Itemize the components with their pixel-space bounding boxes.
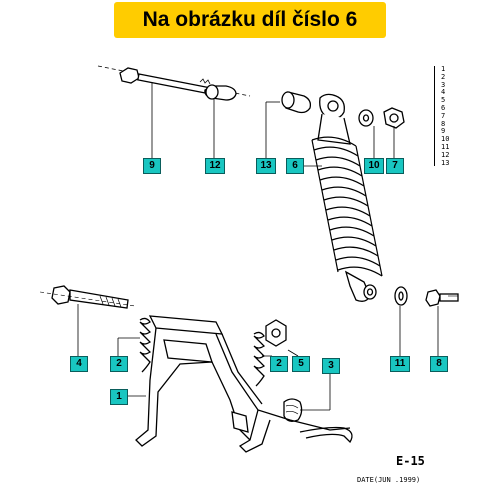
part-list-item: 4	[441, 88, 446, 97]
callout-label-10: 10	[364, 158, 384, 174]
spacer-part-12	[204, 84, 237, 101]
part-list-item: 7	[441, 111, 446, 120]
bolt-part-8	[425, 289, 459, 307]
part-list-bracket	[434, 66, 439, 166]
callout-label-6: 6	[286, 158, 304, 174]
rubber-stop-part-3	[283, 398, 303, 422]
callout-label-9: 9	[143, 158, 161, 174]
main-stand-part-1	[135, 315, 353, 453]
part-list-item: 5	[441, 96, 446, 105]
nut-part-7	[383, 107, 405, 129]
part-list-item: 6	[441, 103, 446, 112]
callout-label-11: 11	[390, 356, 410, 372]
callout-label-5: 5	[292, 356, 310, 372]
callout-label-2-left: 2	[110, 356, 128, 372]
page-code: E-15	[396, 454, 425, 468]
callout-label-4: 4	[70, 356, 88, 372]
part-list-item: 9	[441, 127, 446, 136]
washer-part-10	[358, 109, 374, 127]
callout-label-12: 12	[205, 158, 225, 174]
nut-part-5	[265, 319, 287, 347]
part-list-item: 8	[441, 119, 446, 128]
callout-label-8: 8	[430, 356, 448, 372]
callout-label-7: 7	[386, 158, 404, 174]
shock-absorber-part-6	[311, 93, 383, 302]
spring-part-2-left	[139, 317, 152, 373]
pivot-bolt-part-4	[39, 285, 136, 309]
part-list-item: 2	[441, 72, 446, 81]
part-list-item: 12	[441, 150, 450, 159]
part-list-item: 10	[441, 135, 450, 144]
callout-label-13: 13	[256, 158, 276, 174]
callout-label-1: 1	[110, 389, 128, 405]
spring-part-2-right	[253, 331, 266, 387]
part-list-item: 11	[441, 142, 450, 151]
title-banner: Na obrázku díl číslo 6	[114, 2, 386, 38]
callout-label-2-right: 2	[270, 356, 288, 372]
part-list-item: 3	[441, 80, 446, 89]
date-stamp: DATE(JUN .1999)	[357, 476, 421, 484]
washer-part-11	[394, 286, 408, 306]
collar-part-13	[281, 91, 312, 114]
part-list-item: 13	[441, 158, 450, 167]
callout-label-3: 3	[322, 358, 340, 374]
part-list-item: 1	[441, 65, 446, 73]
